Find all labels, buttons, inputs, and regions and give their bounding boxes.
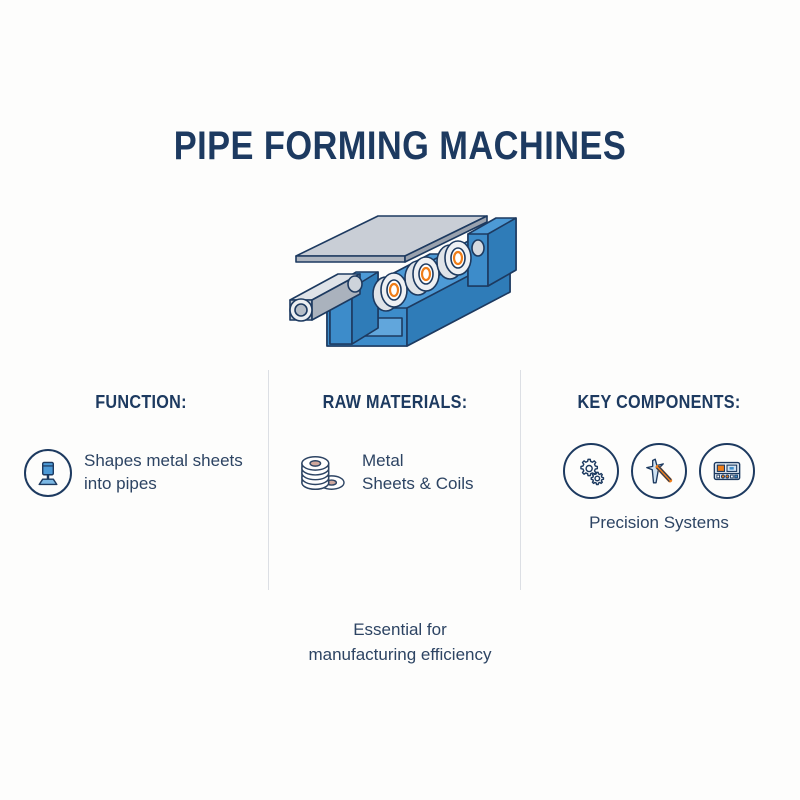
control-panel-icon [699, 443, 755, 499]
metal-coil-stack-icon [294, 449, 350, 497]
column-function-heading: FUNCTION: [95, 392, 187, 412]
footer-caption: Essential for manufacturing efficiency [308, 620, 492, 664]
metal-sheet-part [295, 215, 488, 263]
roller-assembly-2 [404, 256, 440, 296]
column-raw-materials: RAW MATERIALS: [280, 392, 510, 497]
roller-assembly-1 [372, 272, 408, 312]
column-divider-left [268, 370, 269, 590]
column-function: FUNCTION: Shapes metal sheets into pipes [22, 392, 260, 497]
welding-torch-icon [631, 443, 687, 499]
column-function-content: Shapes metal sheets into pipes [22, 449, 260, 497]
column-divider-right [520, 370, 521, 590]
roller-assembly-3 [436, 240, 472, 280]
gears-icon [563, 443, 619, 499]
pipe-forming-machine-illustration [282, 196, 527, 356]
roller-shaft-part [471, 239, 485, 257]
column-function-text: Shapes metal sheets into pipes [84, 451, 243, 493]
column-raw-materials-content: Metal Sheets & Coils [280, 449, 510, 497]
formed-pipe-part [289, 273, 363, 322]
key-components-icon-row [534, 443, 784, 499]
column-raw-materials-text: Metal Sheets & Coils [362, 451, 474, 493]
press-forming-tool-icon [24, 449, 72, 497]
page-title: PIPE FORMING MACHINES [173, 124, 627, 168]
key-components-label: Precision Systems [589, 513, 729, 532]
column-raw-materials-heading: RAW MATERIALS: [322, 392, 468, 412]
column-key-components-heading: KEY COMPONENTS: [577, 392, 741, 412]
column-key-components: KEY COMPONENTS: [534, 392, 784, 533]
